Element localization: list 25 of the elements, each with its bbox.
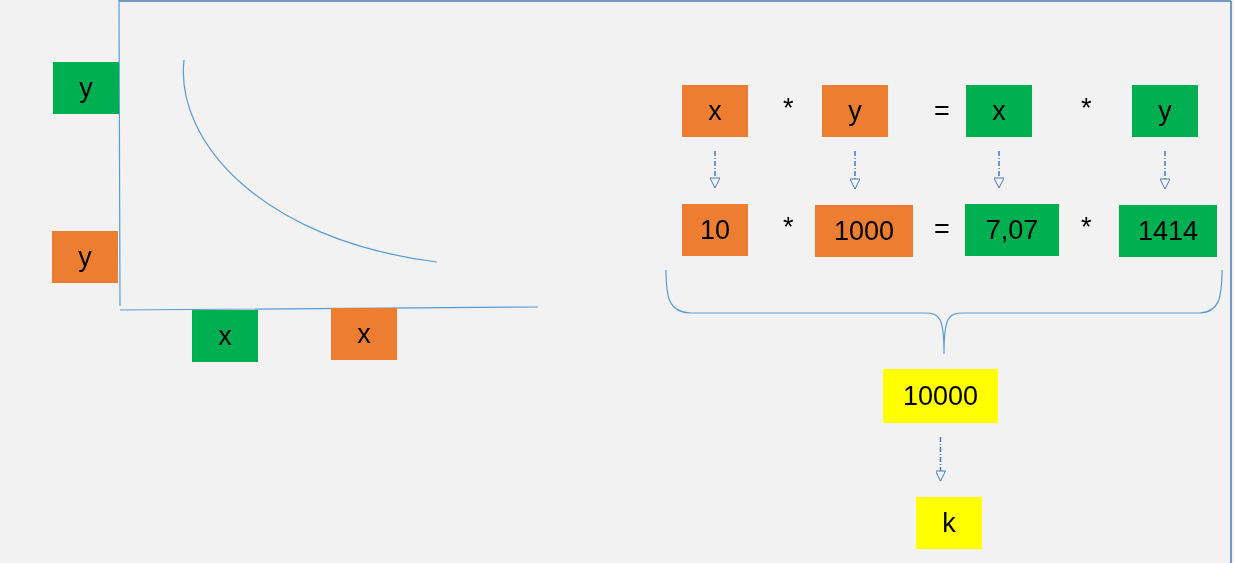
down-arrow [1159, 150, 1171, 190]
value-box: k [916, 497, 982, 549]
value-box: 10000 [883, 369, 998, 423]
value-box: x [682, 85, 748, 137]
math-operator: = [934, 214, 950, 244]
value-box: y [53, 62, 119, 114]
value-box: y [52, 231, 118, 283]
down-arrow [993, 150, 1005, 189]
down-arrow [849, 150, 861, 190]
value-box: y [1132, 85, 1198, 137]
math-operator: * [783, 93, 794, 123]
math-operator: * [1081, 212, 1092, 242]
math-operator: = [934, 96, 950, 126]
value-box: x [192, 310, 258, 362]
value-box: x [966, 85, 1032, 137]
math-operator: * [783, 212, 794, 242]
math-operator: * [1081, 93, 1092, 123]
value-box: 10 [682, 204, 748, 256]
value-box: 7,07 [965, 204, 1059, 256]
value-box: 1000 [815, 205, 913, 257]
value-box: x [331, 308, 397, 360]
down-arrow [709, 150, 721, 189]
value-box: y [822, 85, 888, 137]
down-arrow [935, 436, 946, 482]
value-box: 1414 [1119, 205, 1217, 257]
